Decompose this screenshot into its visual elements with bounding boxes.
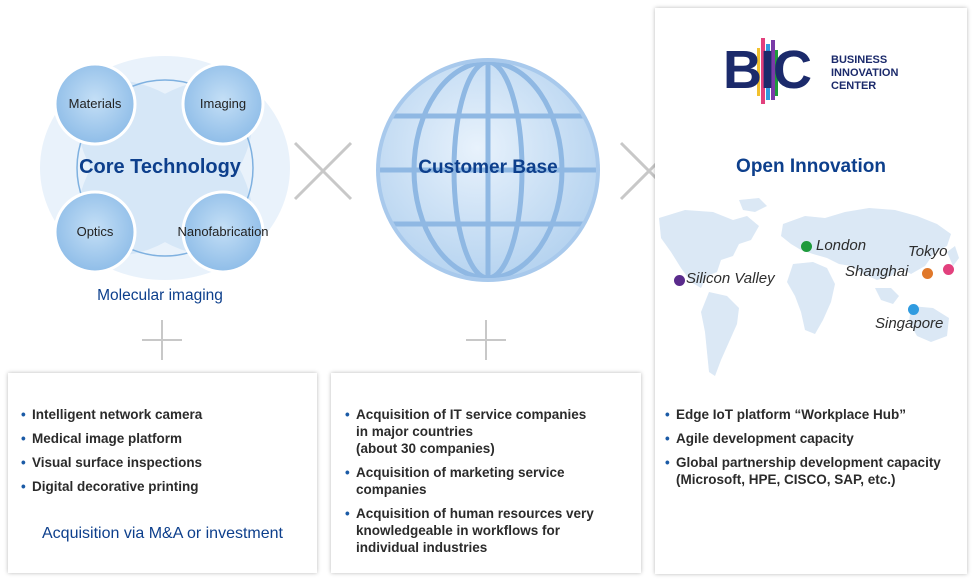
logo-text-line-1: BUSINESS [831,54,888,66]
list-item: Medical image platform [21,430,311,447]
tokyo-dot [943,264,954,275]
customer-base-panel: Acquisition of IT service companies in m… [331,373,641,573]
customer-base-title: Customer Base [418,157,558,178]
list-item: Global partnership development capacity(… [665,454,965,488]
customer-base-list: Acquisition of IT service companies in m… [345,406,637,563]
open-innovation-title: Open Innovation [736,156,886,177]
open-innovation-panel: BIC BUSINESS INNOVATION CENTER Open Inno… [655,8,967,574]
logo-text-line-2: INNOVATION [831,67,899,79]
bubble-optics: Optics [76,224,114,239]
list-item: Acquisition of marketing service compani… [345,464,637,498]
bubble-materials: Materials [68,96,122,111]
core-technology-graphic [40,56,290,280]
list-item: Edge IoT platform “Workplace Hub” [665,406,965,423]
list-item: Agile development capacity [665,430,965,447]
globe-icon [372,54,604,286]
city-singapore: Singapore [875,315,944,332]
core-technology-panel: Intelligent network camera Medical image… [8,373,317,573]
molecular-imaging-caption: Molecular imaging [97,287,223,304]
shanghai-dot [922,268,933,279]
bubble-nanofabrication: Nanofabrication [177,224,269,239]
open-innovation-list: Edge IoT platform “Workplace Hub” Agile … [665,406,965,495]
singapore-dot [908,304,919,315]
city-silicon-valley: Silicon Valley [686,270,775,287]
city-tokyo: Tokyo [908,243,948,260]
bic-logo-text: BUSINESS INNOVATION CENTER [831,54,898,93]
list-item: Digital decorative printing [21,478,311,495]
bic-logo-letters: BIC [723,40,812,100]
times-icon-left [292,140,354,202]
list-item: Acquisition of IT service companies in m… [345,406,637,457]
bic-logo [723,36,823,106]
world-map [655,196,967,396]
plus-icon-middle [464,318,508,362]
core-technology-title: Core Technology [79,156,241,178]
core-technology-list: Intelligent network camera Medical image… [21,406,311,502]
acquisition-footer: Acquisition via M&A or investment [42,525,283,542]
list-item: Visual surface inspections [21,454,311,471]
silicon-valley-dot [674,275,685,286]
list-item: Acquisition of human resources very know… [345,505,637,556]
city-shanghai: Shanghai [845,263,909,280]
london-dot [801,241,812,252]
city-london: London [816,237,867,254]
bubble-imaging: Imaging [199,96,247,111]
logo-text-line-3: CENTER [831,80,877,92]
plus-icon-left [140,318,184,362]
core-technology-diagram: Materials Imaging Optics Nanofabrication… [40,50,290,290]
list-item: Intelligent network camera [21,406,311,423]
